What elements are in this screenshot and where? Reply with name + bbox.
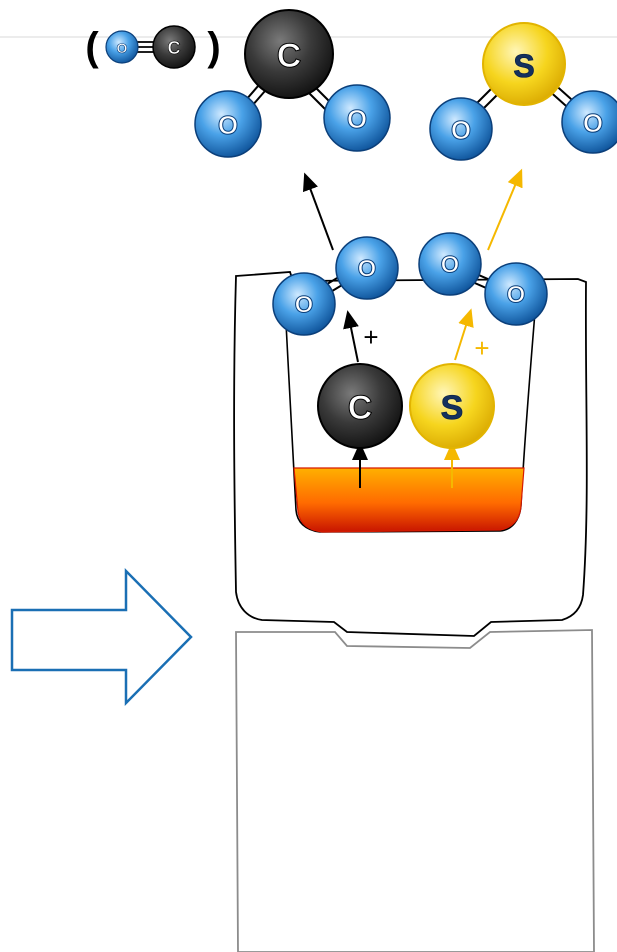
svg-text:O: O — [507, 282, 526, 309]
svg-text:S: S — [441, 389, 464, 427]
co2-molecule: O O C — [194, 9, 391, 158]
plus-sign-sulfur: + — [474, 333, 489, 363]
oxygen-atom: O — [323, 84, 391, 152]
svg-text:O: O — [583, 108, 603, 138]
molten-sample — [293, 467, 525, 533]
svg-text:O: O — [117, 40, 128, 56]
carbon-monoxide-note: ( ) O C — [85, 25, 220, 69]
so2-product-arrow — [487, 168, 523, 251]
open-paren: ( — [85, 25, 99, 69]
oxygen-atom: O — [272, 272, 336, 336]
svg-text:O: O — [347, 104, 367, 134]
oxygen-atom: O — [484, 262, 548, 326]
plus-sign-carbon: + — [363, 322, 378, 352]
so2-molecule: O O S — [429, 22, 617, 161]
svg-text:C: C — [168, 38, 181, 58]
svg-text:C: C — [348, 389, 373, 427]
oxygen-atom: O — [418, 232, 482, 296]
oxygen-atom: O — [429, 97, 493, 161]
close-paren: ) — [207, 25, 220, 69]
svg-text:O: O — [295, 292, 314, 319]
svg-text:O: O — [218, 110, 238, 140]
svg-text:O: O — [451, 115, 471, 145]
oxygen-atom: O — [561, 90, 617, 154]
hollow-arrow-icon — [10, 567, 193, 707]
furnace-base — [235, 629, 595, 952]
sulfur-atom: S — [409, 363, 495, 449]
carbon-atom: C — [317, 363, 403, 449]
sulfur-atom: S — [482, 22, 566, 106]
svg-text:S: S — [513, 48, 534, 84]
svg-text:O: O — [441, 252, 460, 279]
carbon-oxidation-arrow — [343, 310, 359, 363]
co2-product-arrow — [302, 172, 334, 251]
oxygen-atom: O — [105, 30, 139, 64]
oxygen-atom: O — [335, 236, 399, 300]
oxygen-atom: O — [194, 90, 262, 158]
svg-text:O: O — [358, 256, 377, 283]
carbon-atom: C — [244, 9, 334, 99]
carbon-atom: C — [152, 25, 196, 69]
svg-text:C: C — [277, 37, 302, 75]
crucible-outer — [233, 271, 588, 637]
sulfur-oxidation-arrow — [454, 308, 474, 361]
